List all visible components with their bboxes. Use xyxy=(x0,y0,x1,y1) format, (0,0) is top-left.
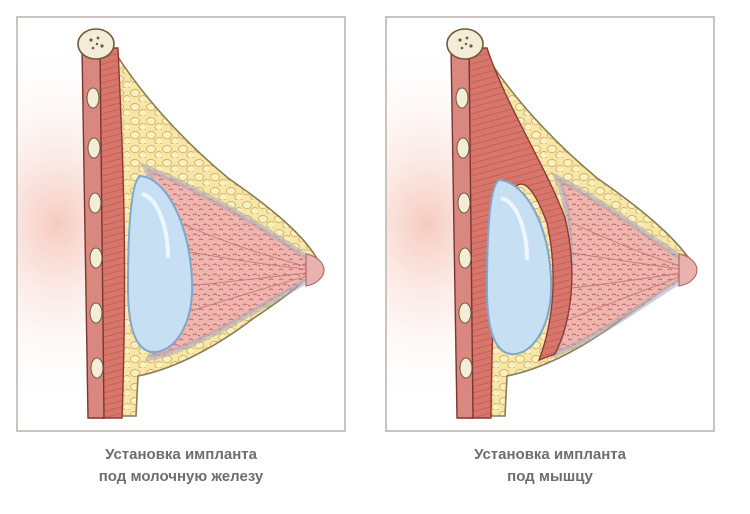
rib-bone-icon xyxy=(86,87,104,379)
caption-line-2: под молочную железу xyxy=(98,468,264,485)
caption-line-2: под мышцу xyxy=(507,468,593,485)
ducts xyxy=(571,222,688,319)
caption-subglandular: Установка импланта под молочную железу xyxy=(16,444,346,488)
caption-line-1: Установка импланта xyxy=(474,446,626,463)
breast-cross-section-illustration xyxy=(18,18,344,430)
nipple xyxy=(678,253,698,287)
diagram-panel-submuscular xyxy=(385,16,715,432)
breast-cross-section-illustration xyxy=(387,18,713,430)
caption-line-1: Установка импланта xyxy=(105,446,257,463)
breast-implant-icon xyxy=(485,178,553,356)
diagram-panel-subglandular xyxy=(16,16,346,432)
pectoral-muscle xyxy=(99,47,126,419)
breast-implant-icon xyxy=(126,174,194,354)
nipple xyxy=(305,253,325,287)
caption-submuscular: Установка импланта под мышцу xyxy=(385,444,715,488)
rib-bone-icon xyxy=(455,87,473,379)
